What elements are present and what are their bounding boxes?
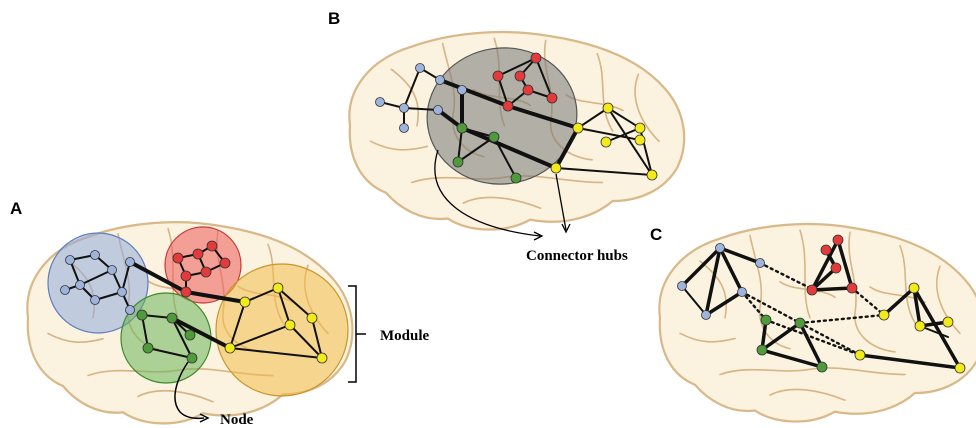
node: [821, 245, 831, 255]
node: [240, 297, 250, 307]
node: [831, 263, 841, 273]
node: [400, 124, 409, 133]
node: [108, 266, 117, 275]
node: [126, 258, 135, 267]
brain-c: [659, 224, 976, 421]
node: [647, 170, 657, 180]
node: [635, 123, 645, 133]
panel-b: B: [328, 9, 684, 264]
node: [400, 104, 409, 113]
node: [207, 241, 217, 251]
node: [201, 267, 211, 277]
node: [453, 157, 463, 167]
panel-b-letter: B: [328, 9, 340, 28]
node: [531, 53, 541, 63]
node: [573, 123, 583, 133]
node: [909, 283, 919, 293]
node: [376, 98, 385, 107]
node: [181, 271, 191, 281]
node: [193, 249, 203, 259]
node: [185, 330, 195, 340]
panel-a: A: [10, 199, 430, 428]
node: [511, 173, 521, 183]
module-green: [121, 293, 211, 383]
connector-hubs-label: Connector hubs: [526, 248, 628, 264]
panel-c: C: [650, 224, 976, 421]
node: [137, 310, 147, 320]
node: [601, 137, 611, 147]
node: [915, 321, 925, 331]
node: [225, 343, 235, 353]
node: [434, 106, 443, 115]
node: [187, 353, 197, 363]
node: [795, 318, 805, 328]
node: [515, 71, 525, 81]
node: [489, 132, 499, 142]
panel-a-letter: A: [10, 199, 22, 218]
node: [603, 103, 613, 113]
node: [503, 101, 513, 111]
node: [761, 315, 771, 325]
node: [955, 363, 965, 373]
node: [738, 288, 747, 297]
node: [817, 362, 827, 372]
node: [457, 123, 467, 133]
panel-c-letter: C: [650, 225, 662, 244]
node: [943, 317, 953, 327]
node: [416, 64, 425, 73]
node: [678, 282, 687, 291]
node: [551, 163, 561, 173]
node: [143, 343, 153, 353]
node: [756, 259, 765, 268]
node-label: Node: [220, 412, 254, 428]
node: [118, 288, 127, 297]
module-label: Module: [380, 328, 430, 344]
node: [547, 93, 557, 103]
node: [285, 320, 295, 330]
node: [273, 283, 283, 293]
node: [458, 86, 467, 95]
node: [436, 76, 445, 85]
node: [181, 287, 191, 297]
node: [702, 311, 711, 320]
node: [173, 253, 183, 263]
node: [493, 71, 503, 81]
node: [66, 256, 75, 265]
node: [523, 85, 533, 95]
node: [833, 235, 843, 245]
node: [91, 251, 100, 260]
node: [91, 296, 100, 305]
node: [317, 353, 327, 363]
node: [76, 281, 85, 290]
node: [635, 135, 645, 145]
node: [847, 283, 857, 293]
node: [855, 350, 865, 360]
node: [716, 244, 725, 253]
node: [757, 345, 767, 355]
node: [307, 313, 317, 323]
node: [807, 285, 817, 295]
node: [126, 306, 135, 315]
node: [220, 258, 230, 268]
node: [879, 310, 889, 320]
node: [167, 313, 177, 323]
node: [61, 286, 70, 295]
